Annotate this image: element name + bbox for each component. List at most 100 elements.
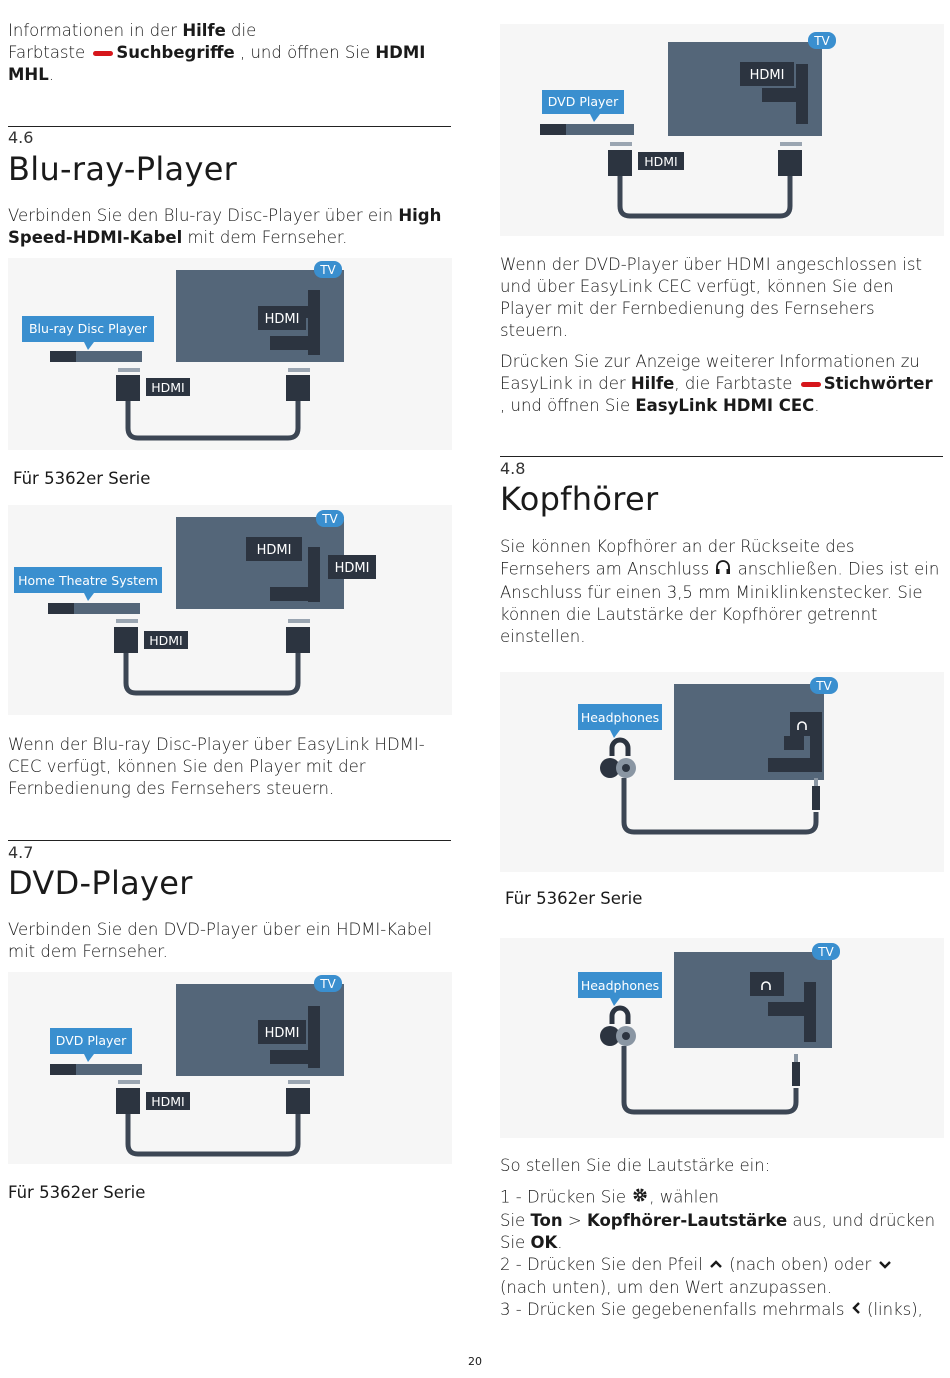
help-link-text: Hilfe — [182, 21, 226, 40]
step-text: Sie — [500, 1233, 531, 1252]
device-label: DVD Player — [56, 1033, 127, 1048]
steps-intro: So stellen Sie die Lautstärke ein: — [500, 1155, 940, 1177]
device-label: Blu-ray Disc Player — [29, 321, 148, 336]
intro-text: Informationen in der — [8, 21, 183, 40]
mhl-text: MHL — [8, 65, 49, 84]
paragraph-text: Drücken Sie zur Anzeige weiterer Informa… — [500, 352, 920, 393]
cable-label: HDMI — [151, 380, 185, 395]
home-theatre-connection-diagram: HDMI HDMI TV Home Theatre System HDMI — [8, 505, 452, 715]
tv-port-label: HDMI — [257, 543, 292, 558]
tv-port-label: HDMI — [265, 312, 300, 327]
step-number: 1 - — [500, 1187, 527, 1207]
intro-text: , und öffnen Sie — [234, 43, 376, 62]
device-label: Headphones — [581, 710, 659, 725]
section-paragraph: Verbinden Sie den Blu-ray Disc-Player üb… — [8, 205, 452, 249]
cable-type-text: High Speed-HDMI-Kabel — [8, 206, 442, 247]
dvd-connection-diagram: HDMI TV DVD Player HDMI — [8, 972, 452, 1164]
section-paragraph: Drücken Sie zur Anzeige weiterer Informa… — [500, 351, 940, 417]
chevron-down-icon — [877, 1255, 893, 1277]
step-text: Drücken Sie den Pfeil — [526, 1255, 708, 1274]
section-divider — [8, 840, 451, 841]
step-number: 2 - — [500, 1255, 527, 1274]
menu-path-text: Ton — [530, 1211, 563, 1230]
step-text: aus, und drücken — [787, 1211, 936, 1230]
section-number: 4.6 — [8, 128, 34, 147]
paragraph-text: . — [814, 396, 820, 415]
section-paragraph: Wenn der Blu-ray Disc-Player über EasyLi… — [8, 734, 452, 800]
paragraph-text: mit dem Fernseher. — [182, 228, 348, 247]
tv-badge-label: TV — [319, 263, 336, 277]
device-label: Headphones — [581, 978, 659, 993]
tv-badge-label: TV — [817, 945, 834, 959]
cable-label: HDMI — [644, 154, 678, 169]
intro-text: . — [48, 65, 54, 84]
step-text: Drücken Sie gegebenenfalls mehrmals — [526, 1299, 850, 1319]
tv-port-label: HDMI — [750, 68, 785, 83]
gear-icon — [631, 1186, 649, 1210]
tv-badge-label: TV — [813, 34, 830, 48]
help-link-text: Hilfe — [630, 374, 675, 393]
red-color-key-icon — [93, 51, 114, 56]
ok-key-text: OK — [530, 1233, 558, 1252]
intro-text: Farbtaste — [8, 43, 91, 62]
step-text: Sie — [500, 1211, 531, 1230]
section-paragraph: Verbinden Sie den DVD-Player über ein HD… — [8, 919, 452, 963]
menu-path-text: Kopfhörer-Lautstärke — [586, 1211, 788, 1230]
step-text: (nach oben) oder — [723, 1255, 877, 1274]
hdmi-text: HDMI — [375, 43, 426, 62]
paragraph-text: Verbinden Sie den Blu-ray Disc-Player üb… — [8, 206, 399, 225]
headphones-connection-diagram-5362: TV Headphones — [500, 938, 944, 1138]
red-color-key-icon — [800, 382, 821, 387]
chevron-left-icon — [850, 1299, 862, 1321]
step-text: > — [562, 1211, 587, 1230]
intro-text: die — [225, 21, 257, 40]
paragraph-text: Wenn der Blu-ray Disc-Player über EasyLi… — [8, 735, 425, 798]
headphones-connection-diagram: TV Headphones — [500, 672, 944, 872]
paragraph-text: , die Farbtaste — [674, 374, 798, 393]
paragraph-text: Verbinden Sie den DVD-Player über ein HD… — [8, 920, 433, 961]
paragraph-text: anschließen. Dies ist ein Anschluss für … — [500, 559, 940, 647]
chevron-up-icon — [708, 1255, 724, 1277]
paragraph-text: So stellen Sie die Lautstärke ein: — [500, 1156, 771, 1175]
tv-port-label-2: HDMI — [335, 561, 370, 576]
section-title: Kopfhörer — [500, 480, 659, 518]
cable-label: HDMI — [151, 1094, 185, 1109]
dvd-connection-diagram-5362: HDMI TV DVD Player HDMI — [500, 24, 944, 236]
step-text: , wählen — [649, 1187, 719, 1207]
figure-caption: Für 5362er Serie — [8, 1183, 146, 1202]
device-label-box — [22, 316, 154, 342]
section-paragraph: Sie können Kopfhörer an der Rückseite de… — [500, 536, 940, 648]
paragraph-text: Wenn der DVD-Player über HDMI angeschlos… — [500, 255, 922, 340]
tv-badge-label: TV — [321, 512, 338, 526]
section-divider — [8, 126, 451, 127]
device-label: DVD Player — [548, 94, 619, 109]
figure-caption: Für 5362er Serie — [13, 469, 151, 488]
step-text: (nach unten), um den Wert anzupassen. — [500, 1277, 833, 1297]
tv-badge-label: TV — [815, 679, 832, 693]
section-divider — [500, 456, 943, 457]
tv-badge-label: TV — [319, 977, 336, 991]
section-title: Blu-ray-Player — [8, 150, 238, 188]
tv-hdmi-port-label-box — [258, 306, 306, 330]
easylink-text: EasyLink HDMI CEC — [635, 396, 815, 415]
page-number: 20 — [468, 1355, 482, 1368]
section-number: 4.8 — [500, 459, 526, 478]
tv-badge — [314, 261, 342, 278]
step-text: (links), — [861, 1299, 923, 1319]
tv-port-label: HDMI — [265, 1026, 300, 1041]
step-text: . — [557, 1233, 563, 1252]
figure-caption: Für 5362er Serie — [505, 889, 643, 908]
paragraph-text: , und öffnen Sie — [500, 396, 636, 415]
section-number: 4.7 — [8, 843, 34, 862]
cable-label: HDMI — [149, 633, 183, 648]
keywords-text: Stichwörter — [823, 374, 933, 393]
step-text: Drücken Sie — [526, 1187, 632, 1207]
device-label: Home Theatre System — [18, 573, 158, 588]
intro-paragraph: Informationen in der Hilfe die Farbtaste… — [8, 20, 452, 86]
step-number: 3 - — [500, 1299, 527, 1319]
steps-list: 1 - Drücken Sie , wählen Sie Ton > Kopfh… — [500, 1186, 940, 1321]
headphones-icon — [714, 558, 732, 582]
section-paragraph: Wenn der DVD-Player über HDMI angeschlos… — [500, 254, 940, 342]
section-title: DVD-Player — [8, 864, 193, 902]
bluray-connection-diagram: HDMI TV Blu-ray Disc Player HDMI — [8, 258, 452, 450]
